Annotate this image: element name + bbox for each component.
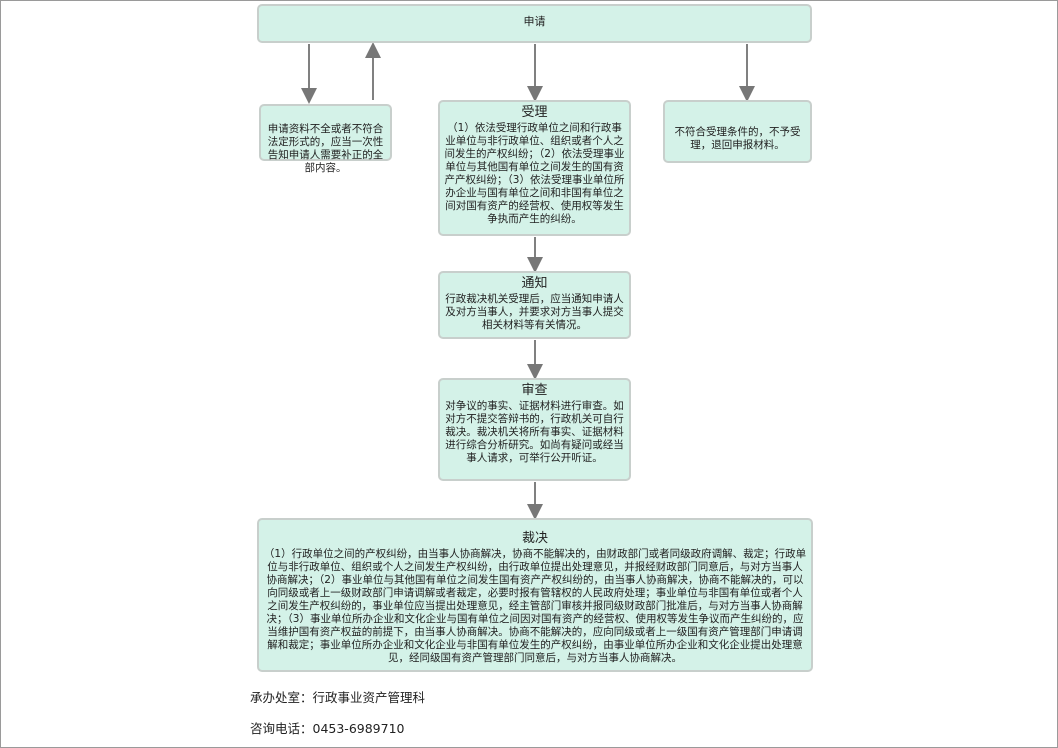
apply-box: 申请 [257, 4, 812, 43]
reject-box: 不符合受理条件的，不予受理，退回申报材料。 [663, 100, 812, 163]
notify-title: 通知 [521, 276, 548, 291]
incomplete-box: 申请资料不全或者不符合法定形式的，应当一次性告知申请人需要补正的全部内容。 [259, 104, 392, 174]
office-info: 承办处室：行政事业资产管理科 [250, 690, 426, 705]
reject-text: 不符合受理条件的，不予受理，退回申报材料。 [674, 126, 801, 151]
accept-title: 受理 [521, 105, 548, 120]
notify-text: 行政裁决机关受理后，应当通知申请人及对方当事人，并要求对方当事人提交相关材料等有… [445, 293, 624, 331]
notify-box: 通知 行政裁决机关受理后，应当通知申请人及对方当事人，并要求对方当事人提交相关材… [438, 271, 631, 339]
ruling-title: 裁决 [521, 531, 548, 546]
apply-title: 申请 [523, 15, 546, 28]
ruling-text: （1）行政单位之间的产权纠纷，由当事人协商解决，协商不能解决的，由财政部门或者同… [263, 548, 807, 664]
ruling-box: 裁决 （1）行政单位之间的产权纠纷，由当事人协商解决，协商不能解决的，由财政部门… [257, 518, 813, 672]
incomplete-text: 申请资料不全或者不符合法定形式的，应当一次性告知申请人需要补正的全部内容。 [267, 123, 384, 174]
review-text: 对争议的事实、证据材料进行审查。如对方不提交答辩书的，行政机关可自行裁决。裁决机… [445, 400, 624, 464]
phone-info: 咨询电话：0453-6989710 [250, 721, 405, 736]
accept-text: （1）依法受理行政单位之间和行政事业单位与非行政单位、组织或者个人之间发生的产权… [444, 122, 625, 225]
review-title: 审查 [521, 383, 548, 398]
review-box: 审查 对争议的事实、证据材料进行审查。如对方不提交答辩书的，行政机关可自行裁决。… [438, 378, 631, 481]
accept-box: 受理 （1）依法受理行政单位之间和行政事业单位与非行政单位、组织或者个人之间发生… [438, 100, 631, 236]
